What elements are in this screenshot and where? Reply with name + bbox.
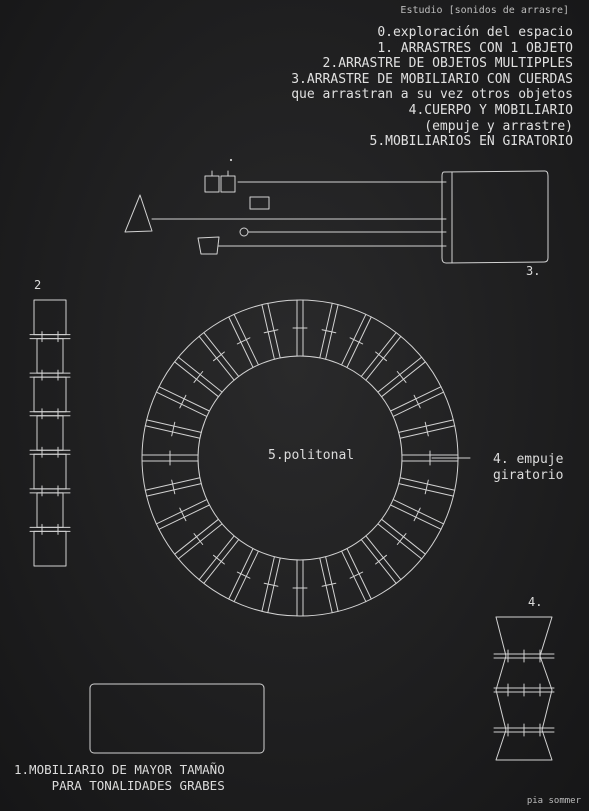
figure-2-label: 2 (34, 278, 42, 292)
ring-divider-tick (264, 330, 278, 333)
ring-divider-tick (214, 555, 225, 564)
small-box-object (221, 176, 235, 192)
step-5: 5.MOBILIARIOS EN GIRATORIO (369, 134, 574, 150)
ring-divider-tick (425, 422, 428, 436)
studio-title: Estudio [sonidos de arrasre] (400, 5, 569, 16)
module-box (34, 454, 66, 489)
step-3: 3.ARRASTRE DE MOBILIARIO CON CUERDAS (291, 71, 573, 87)
ring-divider-tick (180, 508, 186, 521)
ring-divider-tick (322, 330, 336, 333)
ring-inner (198, 356, 402, 560)
ring-divider-tick (194, 372, 203, 383)
small-box-object (205, 176, 219, 192)
ring-divider-tick (180, 395, 186, 408)
ring-divider-tick (194, 534, 203, 545)
ring-divider-tick (237, 338, 250, 344)
module-box (37, 493, 63, 528)
step-3-continued: que arrastran a su vez otros objetos (291, 87, 573, 103)
step-4-subtitle: (empuje y arrastre) (424, 118, 573, 134)
large-furniture-rect (90, 684, 264, 753)
ring-divider-tick (414, 508, 420, 521)
ring-divider-tick (397, 534, 406, 545)
stack-outline (496, 617, 552, 760)
ring-divider-tick (350, 338, 363, 344)
figure-3-label: 3. (526, 264, 541, 278)
figure-4-body-furniture (494, 617, 554, 760)
ring-divider-tick (425, 480, 428, 494)
module-box (37, 416, 63, 451)
module-box (34, 300, 66, 335)
ring-divider-tick (264, 583, 278, 586)
large-furniture-caption: 1.MOBILIARIO DE MAYOR TAMAÑO PARA TONALI… (14, 762, 225, 793)
ball-object (240, 228, 248, 236)
trapezoid-object (198, 237, 219, 254)
figure-1-large-furniture (90, 684, 264, 753)
small-rect-object (250, 197, 269, 209)
step-0: 0.exploración del espacio (377, 25, 573, 40)
figure-3-string-drag (125, 159, 548, 263)
ring-divider-tick (376, 555, 387, 564)
ring-divider-tick (322, 583, 336, 586)
author-signature: pia sommer (526, 796, 581, 806)
figure-4-label: 4. (528, 595, 543, 609)
furniture-block (442, 171, 548, 263)
rotating-push-label: 4. empuje giratorio (493, 452, 564, 483)
module-box (34, 531, 66, 566)
module-box (34, 377, 66, 412)
figure-5-rotating-ring (142, 300, 470, 616)
step-1: 1. ARRASTRES CON 1 OBJETO (377, 40, 573, 56)
ring-divider-tick (397, 372, 406, 383)
ring-divider-tick (376, 352, 387, 361)
step-2: 2.ARRASTRE DE OBJETOS MULTIPPLES (322, 56, 573, 72)
step-4: 4.CUERPO Y MOBILIARIO (408, 102, 573, 118)
ring-divider-tick (350, 572, 363, 578)
tiny-dot (230, 159, 231, 160)
steps-list: 0.exploración del espacio 1. ARRASTRES C… (291, 25, 573, 150)
figure-2-multiple-objects (30, 300, 70, 566)
module-box (37, 339, 63, 374)
ring-divider-tick (172, 480, 175, 494)
ring-divider-tick (172, 422, 175, 436)
triangle-object (125, 195, 152, 232)
ring-divider-tick (414, 395, 420, 408)
ring-center-label: 5.politonal (268, 448, 355, 463)
ring-divider-tick (237, 572, 250, 578)
ring-divider-tick (214, 352, 225, 361)
